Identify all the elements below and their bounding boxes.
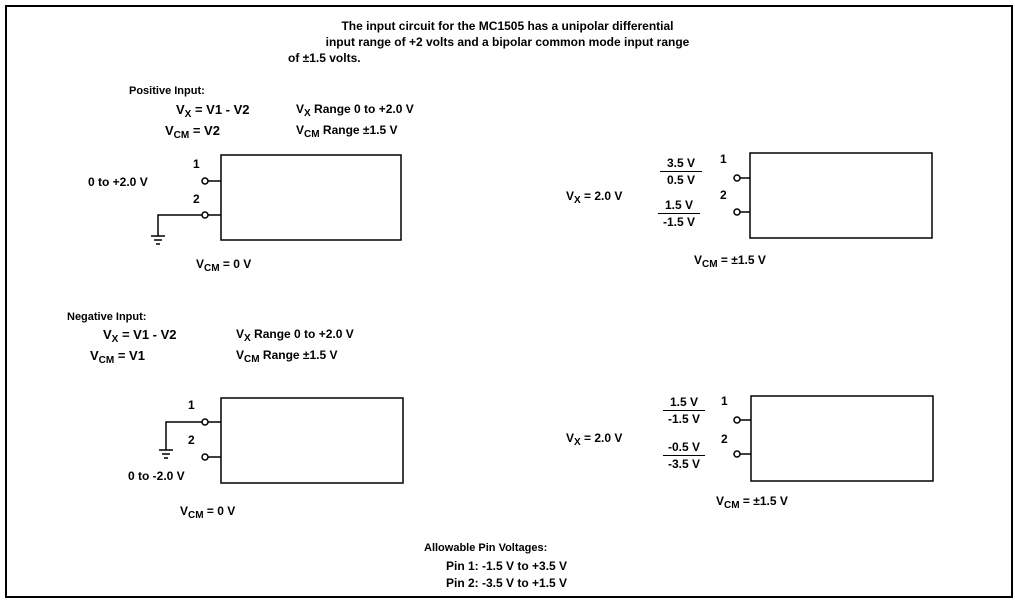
pos-right-pin2-range: 1.5 V-1.5 V bbox=[658, 199, 700, 228]
neg-left-pin2-terminal bbox=[201, 453, 209, 461]
pos-left-pin1-terminal bbox=[201, 177, 209, 185]
neg-left-input-label: 0 to -2.0 V bbox=[128, 469, 185, 483]
pos-left-vcm-label: VCM = 0 V bbox=[196, 257, 252, 274]
neg-right-vx-label: VX = 2.0 V bbox=[566, 431, 623, 448]
pos-left-pin1-label: 1 bbox=[193, 157, 200, 171]
pos-right-pin1-label: 1 bbox=[720, 152, 727, 166]
pos-left-pin2-terminal bbox=[201, 211, 209, 219]
pos-right-pin2-terminal bbox=[733, 208, 741, 216]
intro-line-1: The input circuit for the MC1505 has a u… bbox=[341, 19, 674, 33]
pos-right-pin1-terminal bbox=[733, 174, 741, 182]
neg-left-ground-wire bbox=[165, 421, 202, 450]
allowable-heading: Allowable Pin Voltages: bbox=[424, 542, 548, 554]
pos-left-ground-wire bbox=[157, 214, 202, 236]
pos-left-input-label: 0 to +2.0 V bbox=[88, 175, 148, 189]
positive-vx-range: VX Range 0 to +2.0 V bbox=[296, 102, 414, 119]
positive-vcm-range: VCM Range ±1.5 V bbox=[296, 123, 398, 140]
positive-vx-equation: VX = V1 - V2 bbox=[176, 102, 250, 120]
neg-right-pin1-range: 1.5 V-1.5 V bbox=[663, 396, 705, 425]
neg-left-pin1-terminal bbox=[201, 418, 209, 426]
positive-vcm-equation: VCM = V2 bbox=[165, 123, 220, 141]
negative-vcm-range: VCM Range ±1.5 V bbox=[236, 348, 338, 365]
neg-left-vcm-label: VCM = 0 V bbox=[180, 504, 236, 521]
neg-right-vcm-label: VCM = ±1.5 V bbox=[716, 494, 788, 511]
neg-left-pin1-label: 1 bbox=[188, 398, 195, 412]
pos-right-pin2-label: 2 bbox=[720, 188, 727, 202]
negative-input-heading: Negative Input: bbox=[67, 311, 147, 323]
intro-line-3: of ±1.5 volts. bbox=[288, 51, 361, 65]
neg-right-pin1-label: 1 bbox=[721, 394, 728, 408]
negative-vx-equation: VX = V1 - V2 bbox=[103, 327, 177, 345]
positive-input-heading: Positive Input: bbox=[129, 85, 205, 97]
intro-line-2: input range of +2 volts and a bipolar co… bbox=[325, 35, 690, 49]
neg-right-pin1-terminal bbox=[733, 416, 741, 424]
neg-right-pin2-terminal bbox=[733, 450, 741, 458]
allowable-pin1: Pin 1: -1.5 V to +3.5 V bbox=[446, 559, 568, 573]
negative-vcm-equation: VCM = V1 bbox=[90, 348, 145, 366]
neg-right-pin2-label: 2 bbox=[721, 432, 728, 446]
pos-left-pin2-label: 2 bbox=[193, 192, 200, 206]
pos-right-circuit-box bbox=[749, 152, 933, 239]
neg-left-circuit-box bbox=[220, 397, 404, 484]
pos-right-vx-label: VX = 2.0 V bbox=[566, 189, 623, 206]
pos-left-circuit-box bbox=[220, 154, 402, 241]
negative-vx-range: VX Range 0 to +2.0 V bbox=[236, 327, 354, 344]
neg-right-circuit-box bbox=[750, 395, 934, 482]
neg-right-pin2-range: -0.5 V-3.5 V bbox=[663, 441, 705, 470]
pos-right-vcm-label: VCM = ±1.5 V bbox=[694, 253, 766, 270]
allowable-pin2: Pin 2: -3.5 V to +1.5 V bbox=[446, 576, 568, 590]
diagram-frame bbox=[5, 5, 1013, 598]
neg-left-pin2-label: 2 bbox=[188, 433, 195, 447]
